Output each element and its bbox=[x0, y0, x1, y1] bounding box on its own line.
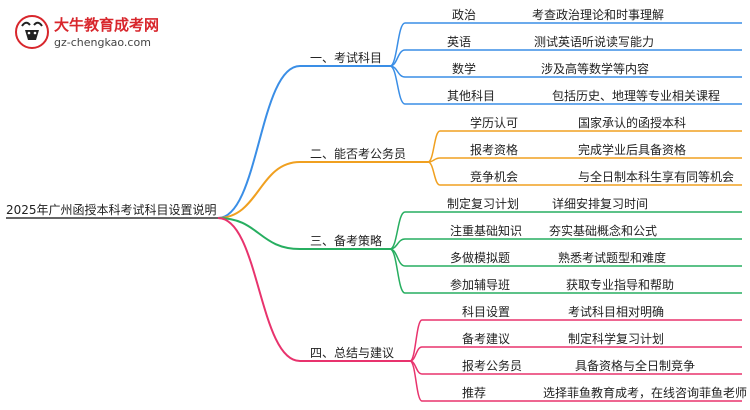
leaf-detail: 制定科学复习计划 bbox=[568, 332, 665, 346]
leaf-detail: 考查政治理论和时事理解 bbox=[532, 8, 665, 22]
leaf-connector bbox=[389, 248, 406, 294]
leaf-connector bbox=[409, 360, 423, 402]
leaf-label: 报考资格 bbox=[470, 143, 519, 157]
branch-connector bbox=[217, 217, 301, 250]
leaf-detail: 选择菲鱼教育成考，在线咨询菲鱼老师 bbox=[543, 386, 748, 400]
leaf-connector bbox=[427, 130, 441, 163]
branch-connector bbox=[217, 161, 301, 219]
leaf-connector bbox=[427, 161, 441, 186]
branch-3-title: 三、备考策略 bbox=[310, 234, 383, 248]
leaf-label: 学历认可 bbox=[470, 116, 519, 130]
leaf-label: 数学 bbox=[452, 62, 477, 76]
leaf-connector bbox=[389, 65, 406, 105]
leaf-label: 多做模拟题 bbox=[450, 251, 511, 265]
leaf-detail: 国家承认的函授本科 bbox=[578, 116, 687, 130]
leaf-detail: 完成学业后具备资格 bbox=[578, 143, 687, 157]
leaf-label: 政治 bbox=[452, 8, 477, 22]
leaf-label: 科目设置 bbox=[462, 305, 511, 319]
leaf-detail: 考试科目相对明确 bbox=[568, 305, 665, 319]
leaf-detail: 测试英语听说读写能力 bbox=[534, 35, 655, 49]
leaf-detail: 与全日制本科生享有同等机会 bbox=[578, 170, 735, 184]
logo-url: gz-chengkao.com bbox=[54, 36, 151, 49]
leaf-label: 竞争机会 bbox=[470, 170, 519, 184]
leaf-detail: 夯实基础概念和公式 bbox=[549, 224, 658, 238]
bull-logo-icon bbox=[15, 15, 49, 49]
leaf-label: 制定复习计划 bbox=[447, 197, 520, 211]
branch-connector bbox=[217, 217, 301, 362]
branch-4-title: 四、总结与建议 bbox=[310, 346, 395, 360]
leaf-connector bbox=[389, 211, 406, 250]
leaf-connector bbox=[389, 22, 406, 67]
root-topic: 2025年广州函授本科考试科目设置说明 bbox=[6, 203, 217, 217]
logo-title: 大牛教育成考网 bbox=[54, 16, 160, 34]
leaf-detail: 熟悉考试题型和难度 bbox=[558, 251, 667, 265]
branch-1-title: 一、考试科目 bbox=[310, 51, 383, 65]
leaf-detail: 获取专业指导和帮助 bbox=[566, 278, 675, 292]
leaf-detail: 涉及高等数学等内容 bbox=[541, 62, 650, 76]
branch-2-title: 二、能否考公务员 bbox=[310, 147, 407, 161]
site-logo: 大牛教育成考网 gz-chengkao.com bbox=[14, 14, 214, 54]
leaf-label: 注重基础知识 bbox=[450, 224, 523, 238]
leaf-label: 备考建议 bbox=[462, 332, 511, 346]
leaf-label: 其他科目 bbox=[447, 89, 496, 103]
leaf-detail: 具备资格与全日制竞争 bbox=[575, 359, 696, 373]
branch-connector bbox=[217, 65, 301, 219]
leaf-detail: 详细安排复习时间 bbox=[552, 197, 649, 211]
leaf-label: 报考公务员 bbox=[462, 359, 523, 373]
leaf-detail: 包括历史、地理等专业相关课程 bbox=[552, 89, 721, 103]
leaf-label: 推荐 bbox=[462, 386, 487, 400]
leaf-label: 参加辅导班 bbox=[450, 278, 511, 292]
leaf-label: 英语 bbox=[447, 35, 472, 49]
